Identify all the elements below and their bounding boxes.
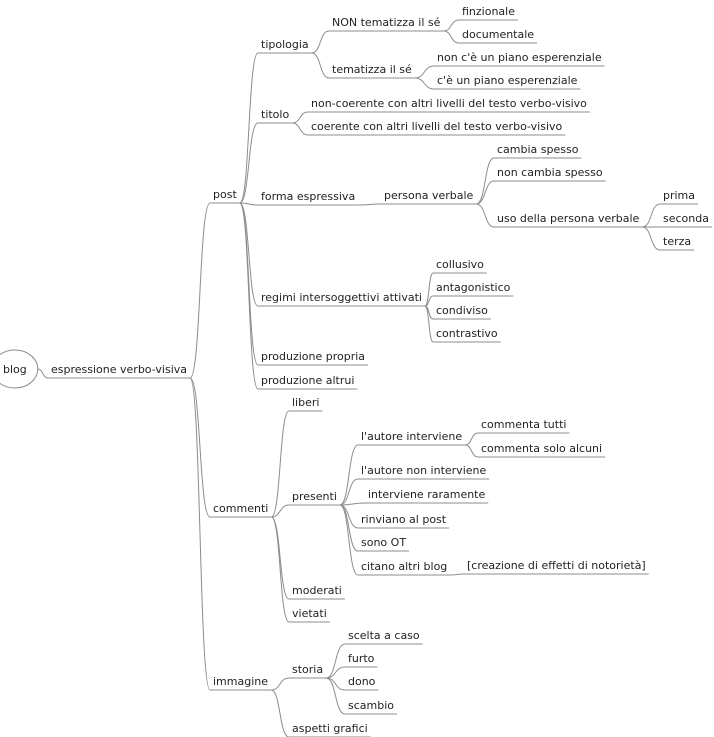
topic-label-finzionale: finzionale [462, 5, 515, 18]
connector-line [326, 677, 346, 691]
connector-line [443, 30, 460, 44]
topic-label-immagine: immagine [213, 675, 268, 688]
topic-label-scambio: scambio [348, 699, 394, 712]
topic-label-post: post [213, 188, 237, 201]
connector-line [450, 573, 465, 576]
topic-label-presenti: presenti [292, 490, 337, 503]
topic-label-espressione-verbo-visiva: espressione verbo-visiva [51, 363, 187, 376]
connector-line [339, 504, 359, 576]
topic-label-titolo: titolo [261, 108, 289, 121]
topic-label-cambia-spesso: cambia spesso [497, 143, 579, 156]
topic-label-non-cambia-spesso: non cambia spesso [497, 166, 603, 179]
connector-line [642, 226, 661, 251]
root-topic-label: blog [3, 363, 27, 376]
connector-line [37, 368, 49, 379]
connector-line [424, 295, 434, 307]
connector-line [414, 65, 435, 79]
connector-line [270, 689, 290, 737]
connector-line [239, 202, 259, 366]
connector-line [189, 377, 211, 691]
topic-label-persona-verbale: persona verbale [384, 189, 474, 202]
topic-label-seconda: seconda [663, 212, 709, 225]
connector-line [339, 504, 359, 529]
connector-line [476, 203, 495, 228]
topic-label-sono-ot: sono OT [361, 536, 406, 549]
connector-line [239, 52, 259, 204]
topic-label-rinviano-al-post: rinviano al post [361, 513, 447, 526]
topic-label-produzione-propria: produzione propria [261, 350, 365, 363]
connector-line [292, 111, 309, 124]
root-topic-ellipse [0, 349, 39, 389]
topic-label-interviene-raramente: interviene raramente [368, 488, 485, 501]
connector-line [270, 410, 290, 518]
connector-line [239, 202, 259, 206]
topic-label-furto: furto [348, 652, 375, 665]
topic-label-non-coerente-con-altri-livelli-del-testo-verbo-visivo: non-coerente con altri livelli del testo… [311, 97, 587, 110]
topic-label-prima: prima [663, 189, 695, 202]
topic-label-scelta-a-caso: scelta a caso [348, 629, 420, 642]
topic-label-tipologia: tipologia [261, 38, 309, 51]
connector-line [189, 202, 211, 379]
connector-line [339, 478, 359, 506]
connector-line [414, 77, 435, 90]
connector-line [642, 203, 661, 228]
topic-label-non-tematizza-il-s: NON tematizza il sé [332, 16, 441, 29]
connector-line [239, 122, 259, 204]
topic-label-commenti: commenti [213, 502, 268, 515]
connector-line [358, 203, 382, 206]
connector-line [270, 677, 290, 691]
connector-line [270, 516, 290, 623]
topic-label-contrastivo: contrastivo [436, 327, 498, 340]
topic-label-terza: terza [663, 235, 691, 248]
topic-nodes: blog espressione verbo-visiva post tipologi… [0, 5, 712, 737]
topic-label-antagonistico: antagonistico [436, 281, 511, 294]
connector-line [325, 677, 346, 715]
connector-lines [37, 19, 661, 737]
topic-label-tematizza-il-s: tematizza il sé [332, 63, 412, 76]
topic-label-c-un-piano-esperenziale: c'è un piano esperenziale [437, 74, 578, 87]
connector-line [239, 202, 259, 307]
connector-line [271, 504, 290, 518]
connector-line [292, 122, 309, 136]
topic-label-regimi-intersoggettivi-attivati: regimi intersoggettivi attivati [261, 291, 422, 304]
connector-line [424, 305, 434, 343]
topic-label-l-autore-interviene: l'autore interviene [361, 430, 462, 443]
connector-line [311, 30, 330, 54]
topic-label-coerente-con-altri-livelli-del-testo-verbo-visivo: coerente con altri livelli del testo ver… [311, 120, 563, 133]
connector-line [239, 202, 259, 390]
connector-line [476, 180, 495, 205]
topic-label-liberi: liberi [292, 396, 319, 409]
topic-label-aspetti-grafici: aspetti grafici [292, 722, 368, 735]
connector-line [311, 52, 330, 79]
topic-label-vietati: vietati [292, 607, 327, 620]
topic-label-non-c-un-piano-esperenziale: non c'è un piano esperenziale [437, 51, 602, 64]
connector-line [339, 502, 366, 506]
topic-label-collusivo: collusivo [436, 258, 484, 271]
connector-line [424, 272, 434, 307]
topic-label-commenta-solo-alcuni: commenta solo alcuni [481, 442, 602, 455]
topic-label-condiviso: condiviso [436, 304, 488, 317]
connector-line [465, 432, 479, 446]
connector-line [326, 666, 346, 679]
topic-label-creazione-di-effetti-di-notoriet: [creazione di effetti di notorietà] [467, 559, 646, 572]
connector-line [443, 19, 460, 32]
connector-line [465, 444, 479, 458]
topic-label-storia: storia [292, 663, 323, 676]
connector-line [189, 377, 211, 518]
topic-label-dono: dono [348, 675, 376, 688]
topic-label-forma-espressiva: forma espressiva [261, 190, 355, 203]
connector-line [339, 444, 359, 506]
connector-line [476, 157, 495, 205]
topic-label-moderati: moderati [292, 584, 342, 597]
topic-label-uso-della-persona-verbale: uso della persona verbale [497, 212, 640, 225]
topic-label-produzione-altrui: produzione altrui [261, 374, 354, 387]
connector-line [270, 516, 290, 600]
topic-label-commenta-tutti: commenta tutti [481, 418, 566, 431]
connector-line [325, 643, 346, 679]
topic-label-documentale: documentale [462, 28, 534, 41]
topic-label-citano-altri-blog: citano altri blog [361, 560, 447, 573]
topic-label-l-autore-non-interviene: l'autore non interviene [361, 464, 486, 477]
